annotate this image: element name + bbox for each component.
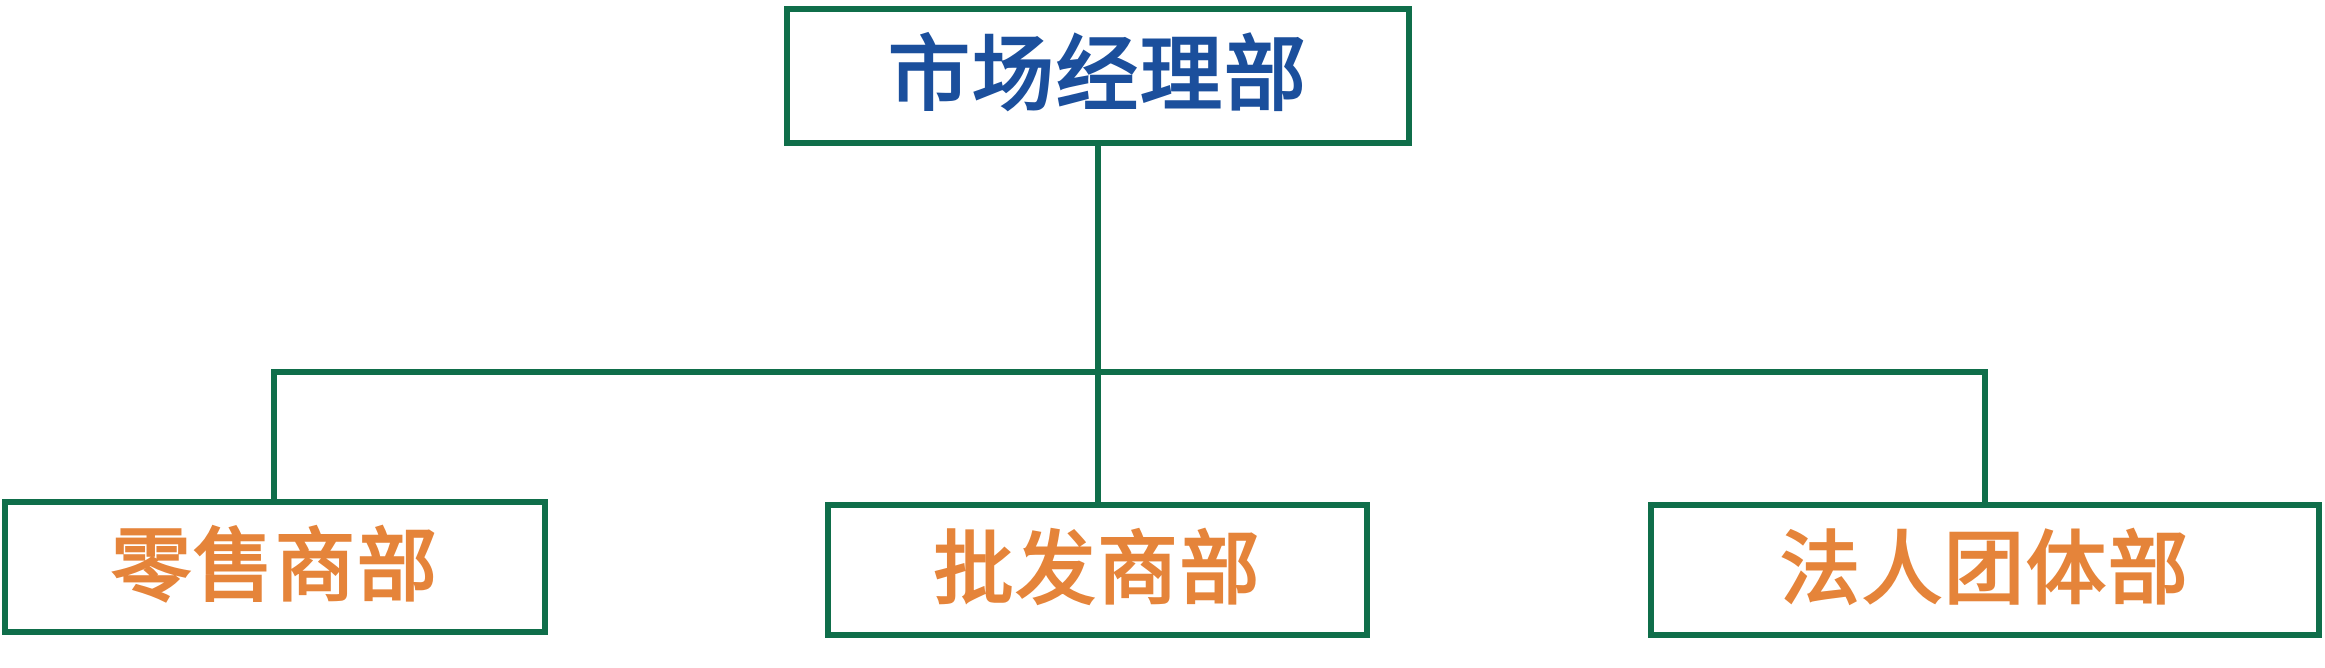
org-node-market-manager: 市场经理部 xyxy=(784,6,1412,146)
org-node-label: 批发商部 xyxy=(933,523,1262,616)
org-node-label: 市场经理部 xyxy=(887,28,1308,123)
org-node-retail: 零售商部 xyxy=(2,499,548,635)
org-node-wholesale: 批发商部 xyxy=(825,502,1370,638)
org-node-label: 法人团体部 xyxy=(1780,523,2190,616)
org-node-corporate: 法人团体部 xyxy=(1648,502,2322,638)
org-node-label: 零售商部 xyxy=(111,520,439,613)
